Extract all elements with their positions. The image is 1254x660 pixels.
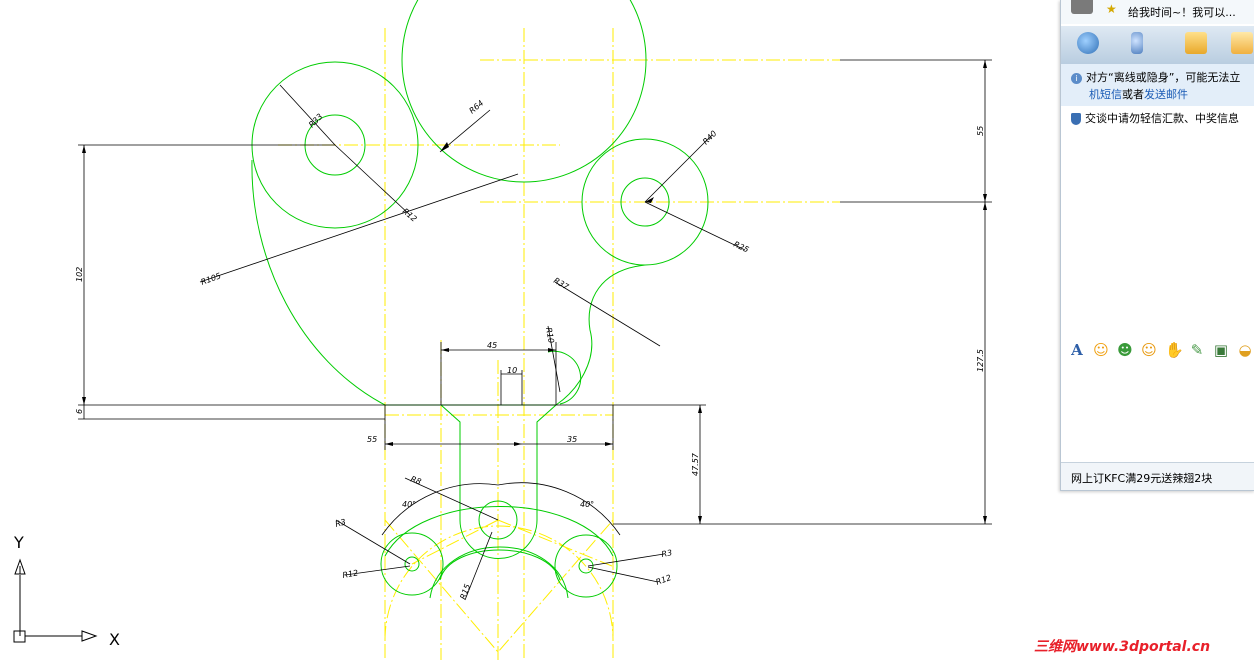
dimension-texts: 45 10 55 35 102 6 47.57 55 127.5 R64 R33… — [75, 99, 985, 601]
picture-icon[interactable]: ▣ — [1213, 341, 1229, 359]
star-icon: ★ — [1106, 2, 1117, 16]
offline-notice: i 对方“离线或隐身”，可能无法立 机短信或者发送邮件 — [1061, 64, 1254, 106]
shield-icon — [1071, 113, 1081, 125]
dim-45: 45 — [487, 341, 497, 350]
ucs-x-label: X — [109, 630, 120, 649]
dim-35: 35 — [567, 435, 577, 444]
dim-r8: R8 — [409, 474, 422, 486]
thumbs-up-icon[interactable]: ✋ — [1165, 341, 1184, 359]
dim-angle-40-left: 40° — [402, 500, 416, 509]
dim-r3-left: R3 — [334, 517, 347, 528]
chat-window[interactable]: ★ 给我时间~！我可以... i 对方“离线或隐身”，可能无法立 机短信或者发送邮… — [1060, 0, 1254, 491]
microphone-icon[interactable] — [1131, 32, 1143, 54]
part-geometry — [251, 0, 709, 599]
centerlines — [278, 28, 840, 660]
dim-r3-right: R3 — [661, 548, 673, 559]
scribble-icon[interactable]: ✎ — [1190, 341, 1204, 359]
smiley-icon[interactable]: ☺ — [1093, 341, 1109, 359]
dim-r25: R25 — [732, 240, 750, 255]
dim-10: 10 — [507, 366, 517, 375]
dim-angle-40-right: 40° — [580, 500, 594, 509]
more-icon[interactable]: ◒ — [1238, 341, 1252, 359]
dim-r12-top: R12 — [401, 207, 419, 224]
dim-127-5: 127.5 — [976, 349, 985, 372]
chat-toolbar — [1061, 26, 1254, 64]
ad-text[interactable]: 网上订KFC满29元送辣翅2块 — [1071, 472, 1213, 485]
dim-r33: R33 — [307, 112, 325, 130]
ad-banner[interactable]: 网上订KFC满29元送辣翅2块 — [1061, 462, 1254, 490]
dim-55-right: 55 — [976, 126, 985, 136]
avatar[interactable] — [1071, 0, 1093, 14]
webcam-icon[interactable] — [1077, 32, 1099, 54]
message-preview: 给我时间~！我可以... — [1128, 6, 1236, 19]
dim-55-bottom: 55 — [367, 435, 377, 444]
watermark: 三维网www.3dportal.cn — [1034, 639, 1211, 655]
ucs-y-label: Y — [13, 533, 24, 552]
dim-r40: R40 — [701, 129, 719, 147]
dim-6: 6 — [75, 409, 84, 414]
arrowheads — [82, 60, 987, 524]
emoticon-toolbar: A ☺ ☻ ☺ ✋ ✎ ▣ ◒ — [1061, 338, 1254, 362]
magic-face-icon[interactable]: ☻ — [1117, 341, 1133, 359]
send-email-link[interactable]: 发送邮件 — [1144, 88, 1188, 101]
ucs-icon — [13, 558, 98, 643]
message-input[interactable] — [1061, 364, 1254, 460]
dim-r12-left: R12 — [342, 568, 359, 580]
dim-r12-right: R12 — [655, 573, 673, 587]
sms-link[interactable]: 机短信 — [1089, 88, 1122, 101]
wink-icon[interactable]: ☺ — [1141, 341, 1157, 359]
dim-47-57: 47.57 — [691, 452, 700, 476]
chat-header: ★ 给我时间~！我可以... — [1061, 0, 1254, 24]
dim-r15: R15 — [458, 583, 472, 601]
mail-icon[interactable] — [1231, 32, 1253, 54]
dim-102: 102 — [75, 267, 84, 282]
dim-r105: R105 — [200, 271, 223, 287]
folder-icon[interactable] — [1185, 32, 1207, 54]
dim-r10: R10 — [544, 327, 556, 344]
fraud-warning: 交谈中请勿轻信汇款、中奖信息 — [1085, 112, 1239, 125]
info-icon: i — [1071, 73, 1082, 84]
dim-r64: R64 — [468, 99, 486, 116]
font-icon[interactable]: A — [1071, 341, 1083, 359]
notice-or: 或者 — [1122, 88, 1144, 101]
dimension-lines — [78, 59, 992, 601]
notice-line1: 对方“离线或隐身”，可能无法立 — [1086, 71, 1241, 84]
